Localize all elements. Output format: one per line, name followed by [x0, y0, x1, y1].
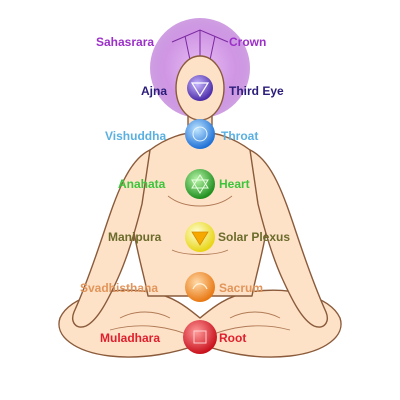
label-muladhara: Muladhara	[100, 331, 161, 345]
label-sacrum: Sacrum	[219, 281, 264, 295]
body-outline	[58, 55, 342, 358]
label-crown: Crown	[229, 35, 267, 49]
chakra-vishuddha-icon	[185, 119, 215, 149]
label-throat: Throat	[221, 129, 259, 143]
crown-lotus-icon	[171, 29, 229, 61]
label-anahata: Anahata	[118, 177, 166, 191]
label-sahasrara: Sahasrara	[96, 35, 155, 49]
label-vishuddha: Vishuddha	[105, 129, 167, 143]
chakra-manipura-icon	[185, 222, 215, 252]
label-heart: Heart	[219, 177, 250, 191]
label-root: Root	[219, 331, 247, 345]
label-solar-plexus: Solar Plexus	[218, 230, 291, 244]
label-ajna: Ajna	[141, 84, 168, 98]
chakra-svadhisthana-icon	[185, 272, 215, 302]
label-manipura: Manipura	[108, 230, 162, 244]
chakra-ajna-icon	[187, 75, 213, 101]
chakra-muladhara-icon	[183, 320, 217, 354]
label-third-eye: Third Eye	[229, 84, 284, 98]
label-svadhisthana: Svadhisthana	[80, 281, 159, 295]
chakra-anahata-icon	[185, 169, 215, 199]
